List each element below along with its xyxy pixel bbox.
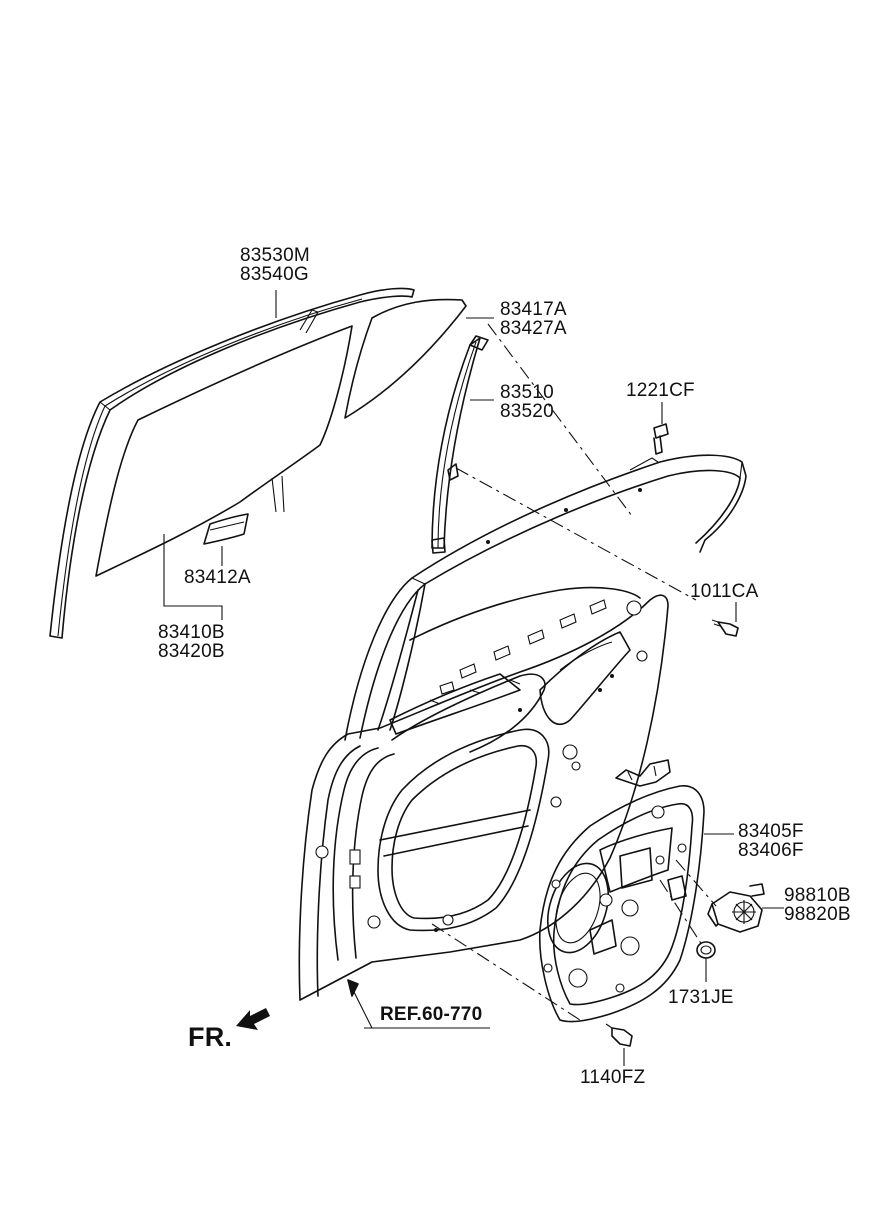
- label-83412a: 83412A: [184, 567, 251, 588]
- reference-label: REF.60-770: [380, 1004, 483, 1025]
- door-glass: [95, 325, 353, 577]
- bolt-1011ca: [711, 619, 739, 637]
- label-1221cf: 1221CF: [626, 380, 695, 401]
- front-direction-arrow-icon: [236, 1008, 270, 1030]
- label-1011ca: 1011CA: [690, 581, 759, 602]
- window-motor: [707, 883, 765, 933]
- door-inner-panel: [298, 488, 669, 1001]
- alignment-lines: [431, 323, 717, 1021]
- label-1140fz: 1140FZ: [580, 1067, 646, 1088]
- bolt-1140fz: [605, 1023, 633, 1047]
- glass-run-channel: [49, 287, 415, 639]
- quarter-glass: [344, 298, 467, 419]
- leader-lines: [163, 290, 784, 1066]
- bolt-1221cf: [653, 423, 669, 455]
- front-direction-label: FR.: [188, 1022, 233, 1052]
- grommet-1731je: [696, 941, 716, 959]
- door-frame: [344, 454, 747, 741]
- door-module-panel: [538, 759, 705, 1023]
- label-1731je: 1731JE: [668, 987, 734, 1008]
- rear-channel: [431, 335, 489, 554]
